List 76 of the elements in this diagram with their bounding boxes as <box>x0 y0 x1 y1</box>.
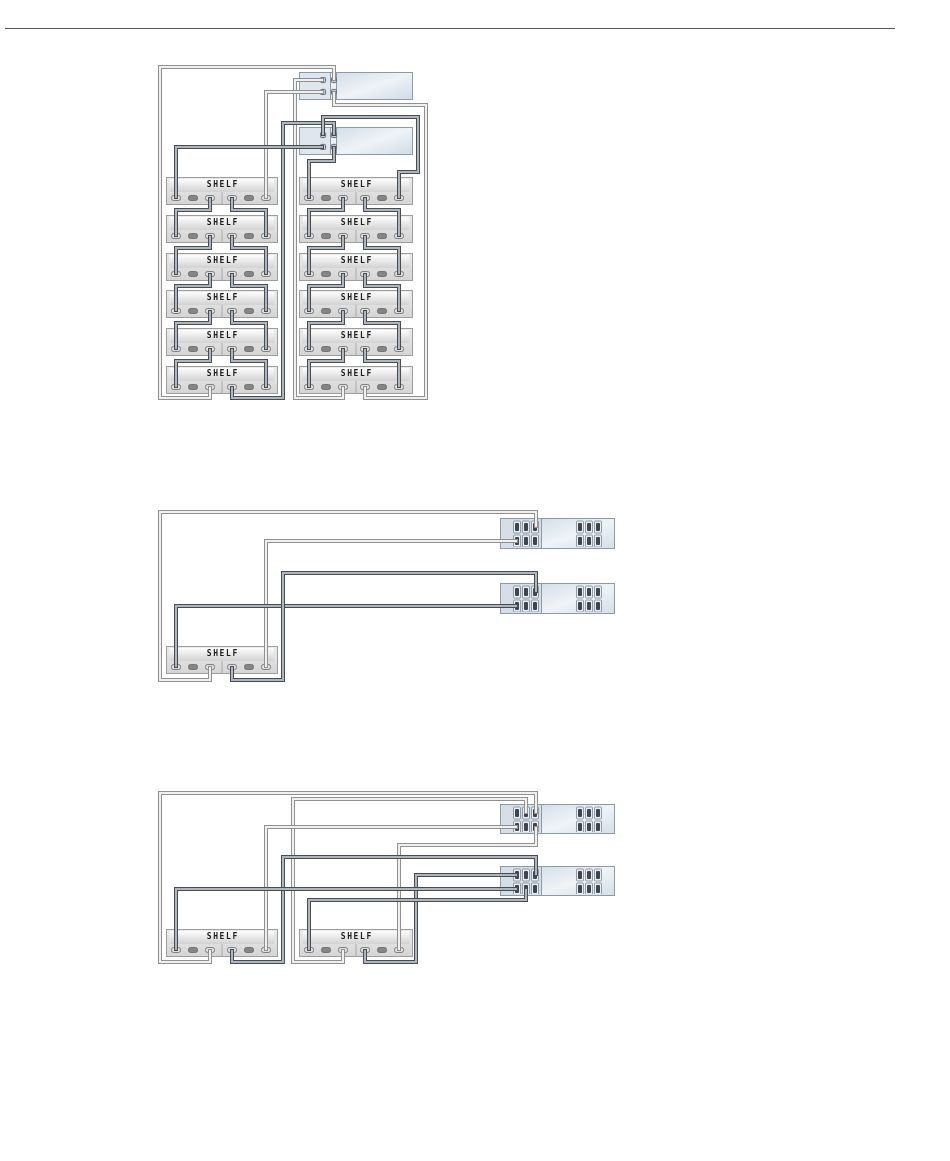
disk-shelf <box>166 328 278 356</box>
shelf-label: SHELF <box>205 369 239 379</box>
shelf-label: SHELF <box>339 256 373 266</box>
cable <box>364 197 400 237</box>
disk-shelf <box>299 366 413 394</box>
cable <box>231 273 267 312</box>
shelf-label: SHELF <box>339 293 373 303</box>
disk-shelf <box>299 328 413 356</box>
cable <box>231 235 267 275</box>
cable <box>265 826 518 951</box>
shelf-label: SHELF <box>205 256 239 266</box>
cable <box>265 540 518 668</box>
disk-shelf <box>299 290 413 318</box>
shelf-label: SHELF <box>339 218 373 228</box>
storage-controller <box>500 866 615 896</box>
disk-shelf <box>299 929 413 957</box>
storage-controller <box>500 583 615 614</box>
storage-controller <box>500 518 615 549</box>
cable <box>333 91 427 399</box>
cable <box>159 66 335 399</box>
shelf-label: SHELF <box>339 369 373 379</box>
disk-shelf <box>166 646 278 674</box>
storage-controller <box>299 72 413 100</box>
cable <box>265 91 324 199</box>
shelf-label: SHELF <box>205 932 239 942</box>
cable <box>364 348 400 388</box>
cable <box>175 235 211 275</box>
disk-shelf <box>166 253 278 281</box>
cable <box>175 605 518 668</box>
cable <box>308 273 344 312</box>
disk-shelf <box>166 366 278 394</box>
cable <box>231 348 267 388</box>
shelf-label: SHELF <box>205 331 239 341</box>
disk-shelf <box>166 177 278 205</box>
cable <box>364 874 518 963</box>
cable <box>308 348 344 388</box>
shelf-label: SHELF <box>205 293 239 303</box>
cable <box>231 310 267 350</box>
disk-shelf <box>166 215 278 243</box>
disk-shelf <box>299 215 413 243</box>
shelf-label: SHELF <box>339 932 373 942</box>
cable <box>175 348 211 388</box>
cable <box>175 888 518 951</box>
cable <box>231 197 267 237</box>
cable <box>308 235 344 275</box>
cable <box>322 116 419 199</box>
cable <box>159 511 537 681</box>
cable <box>294 79 344 399</box>
cable <box>292 798 527 963</box>
storage-controller <box>500 804 615 834</box>
shelf-label: SHELF <box>205 180 239 190</box>
cable <box>364 273 400 312</box>
cable <box>308 310 344 350</box>
cable <box>364 235 400 275</box>
cable <box>175 310 211 350</box>
storage-controller <box>299 127 413 155</box>
cable <box>175 273 211 312</box>
cable <box>308 197 344 237</box>
shelf-label: SHELF <box>205 218 239 228</box>
disk-shelf <box>166 290 278 318</box>
disk-shelf <box>166 929 278 957</box>
cable <box>231 122 335 399</box>
cable <box>308 146 335 199</box>
cable <box>159 792 537 963</box>
cable <box>175 197 211 237</box>
cable <box>231 856 537 963</box>
disk-shelf <box>299 177 413 205</box>
cable <box>364 310 400 350</box>
cable <box>398 826 537 951</box>
cable <box>231 572 537 681</box>
shelf-label: SHELF <box>339 180 373 190</box>
cable <box>175 146 324 199</box>
shelf-label: SHELF <box>205 649 239 659</box>
cable <box>308 888 527 951</box>
shelf-label: SHELF <box>339 331 373 341</box>
disk-shelf <box>299 253 413 281</box>
